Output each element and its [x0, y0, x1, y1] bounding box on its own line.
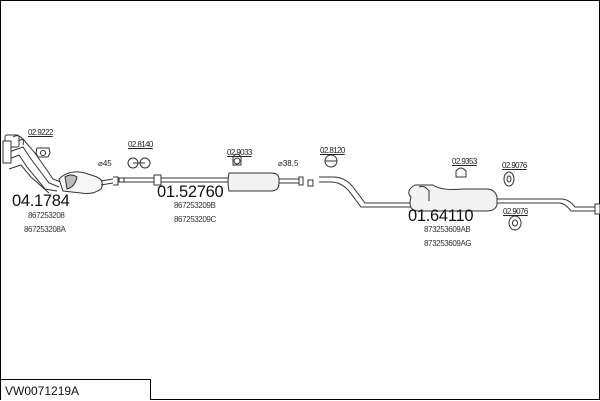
manifold-catalyst-assembly — [2, 134, 119, 194]
pipe-diameter-label: ⌀38,5 — [278, 159, 299, 168]
diagram-id-box: VW0071219A — [1, 379, 151, 400]
gasket-icon — [35, 147, 51, 158]
pipe-diameter-label: ⌀45 — [98, 159, 112, 168]
rubber-ring-icon — [508, 215, 522, 231]
section-part-number: 04.1784 — [12, 192, 70, 210]
clamp-icon — [324, 154, 338, 168]
fitting-label: 02.8120 — [320, 146, 345, 155]
hanger-icon — [232, 153, 242, 166]
fitting-label: 02.9353 — [452, 157, 477, 166]
rubber-ring-icon — [503, 171, 515, 187]
section-reference: 867253208A — [24, 225, 66, 234]
section-reference: 867253209C — [174, 215, 216, 224]
fitting-label: 02.9076 — [503, 207, 528, 216]
section-reference: 867253208 — [28, 211, 65, 220]
flange-gasket-icon — [127, 157, 151, 169]
section-reference: 873253609AG — [424, 239, 472, 248]
rubber-mount-icon — [455, 167, 467, 178]
section-part-number: 01.52760 — [157, 183, 224, 201]
fitting-label: 02.8140 — [128, 140, 153, 149]
rear-silencer-assembly — [307, 176, 600, 215]
section-reference: 873253609AB — [424, 225, 471, 234]
section-reference: 867253209B — [174, 201, 216, 210]
fitting-label: 02.9076 — [502, 161, 527, 170]
fitting-label: 02.9222 — [28, 128, 53, 137]
section-part-number: 01.64110 — [408, 207, 474, 225]
middle-silencer-assembly — [118, 172, 304, 192]
fitting-label: 02.9033 — [227, 148, 252, 157]
